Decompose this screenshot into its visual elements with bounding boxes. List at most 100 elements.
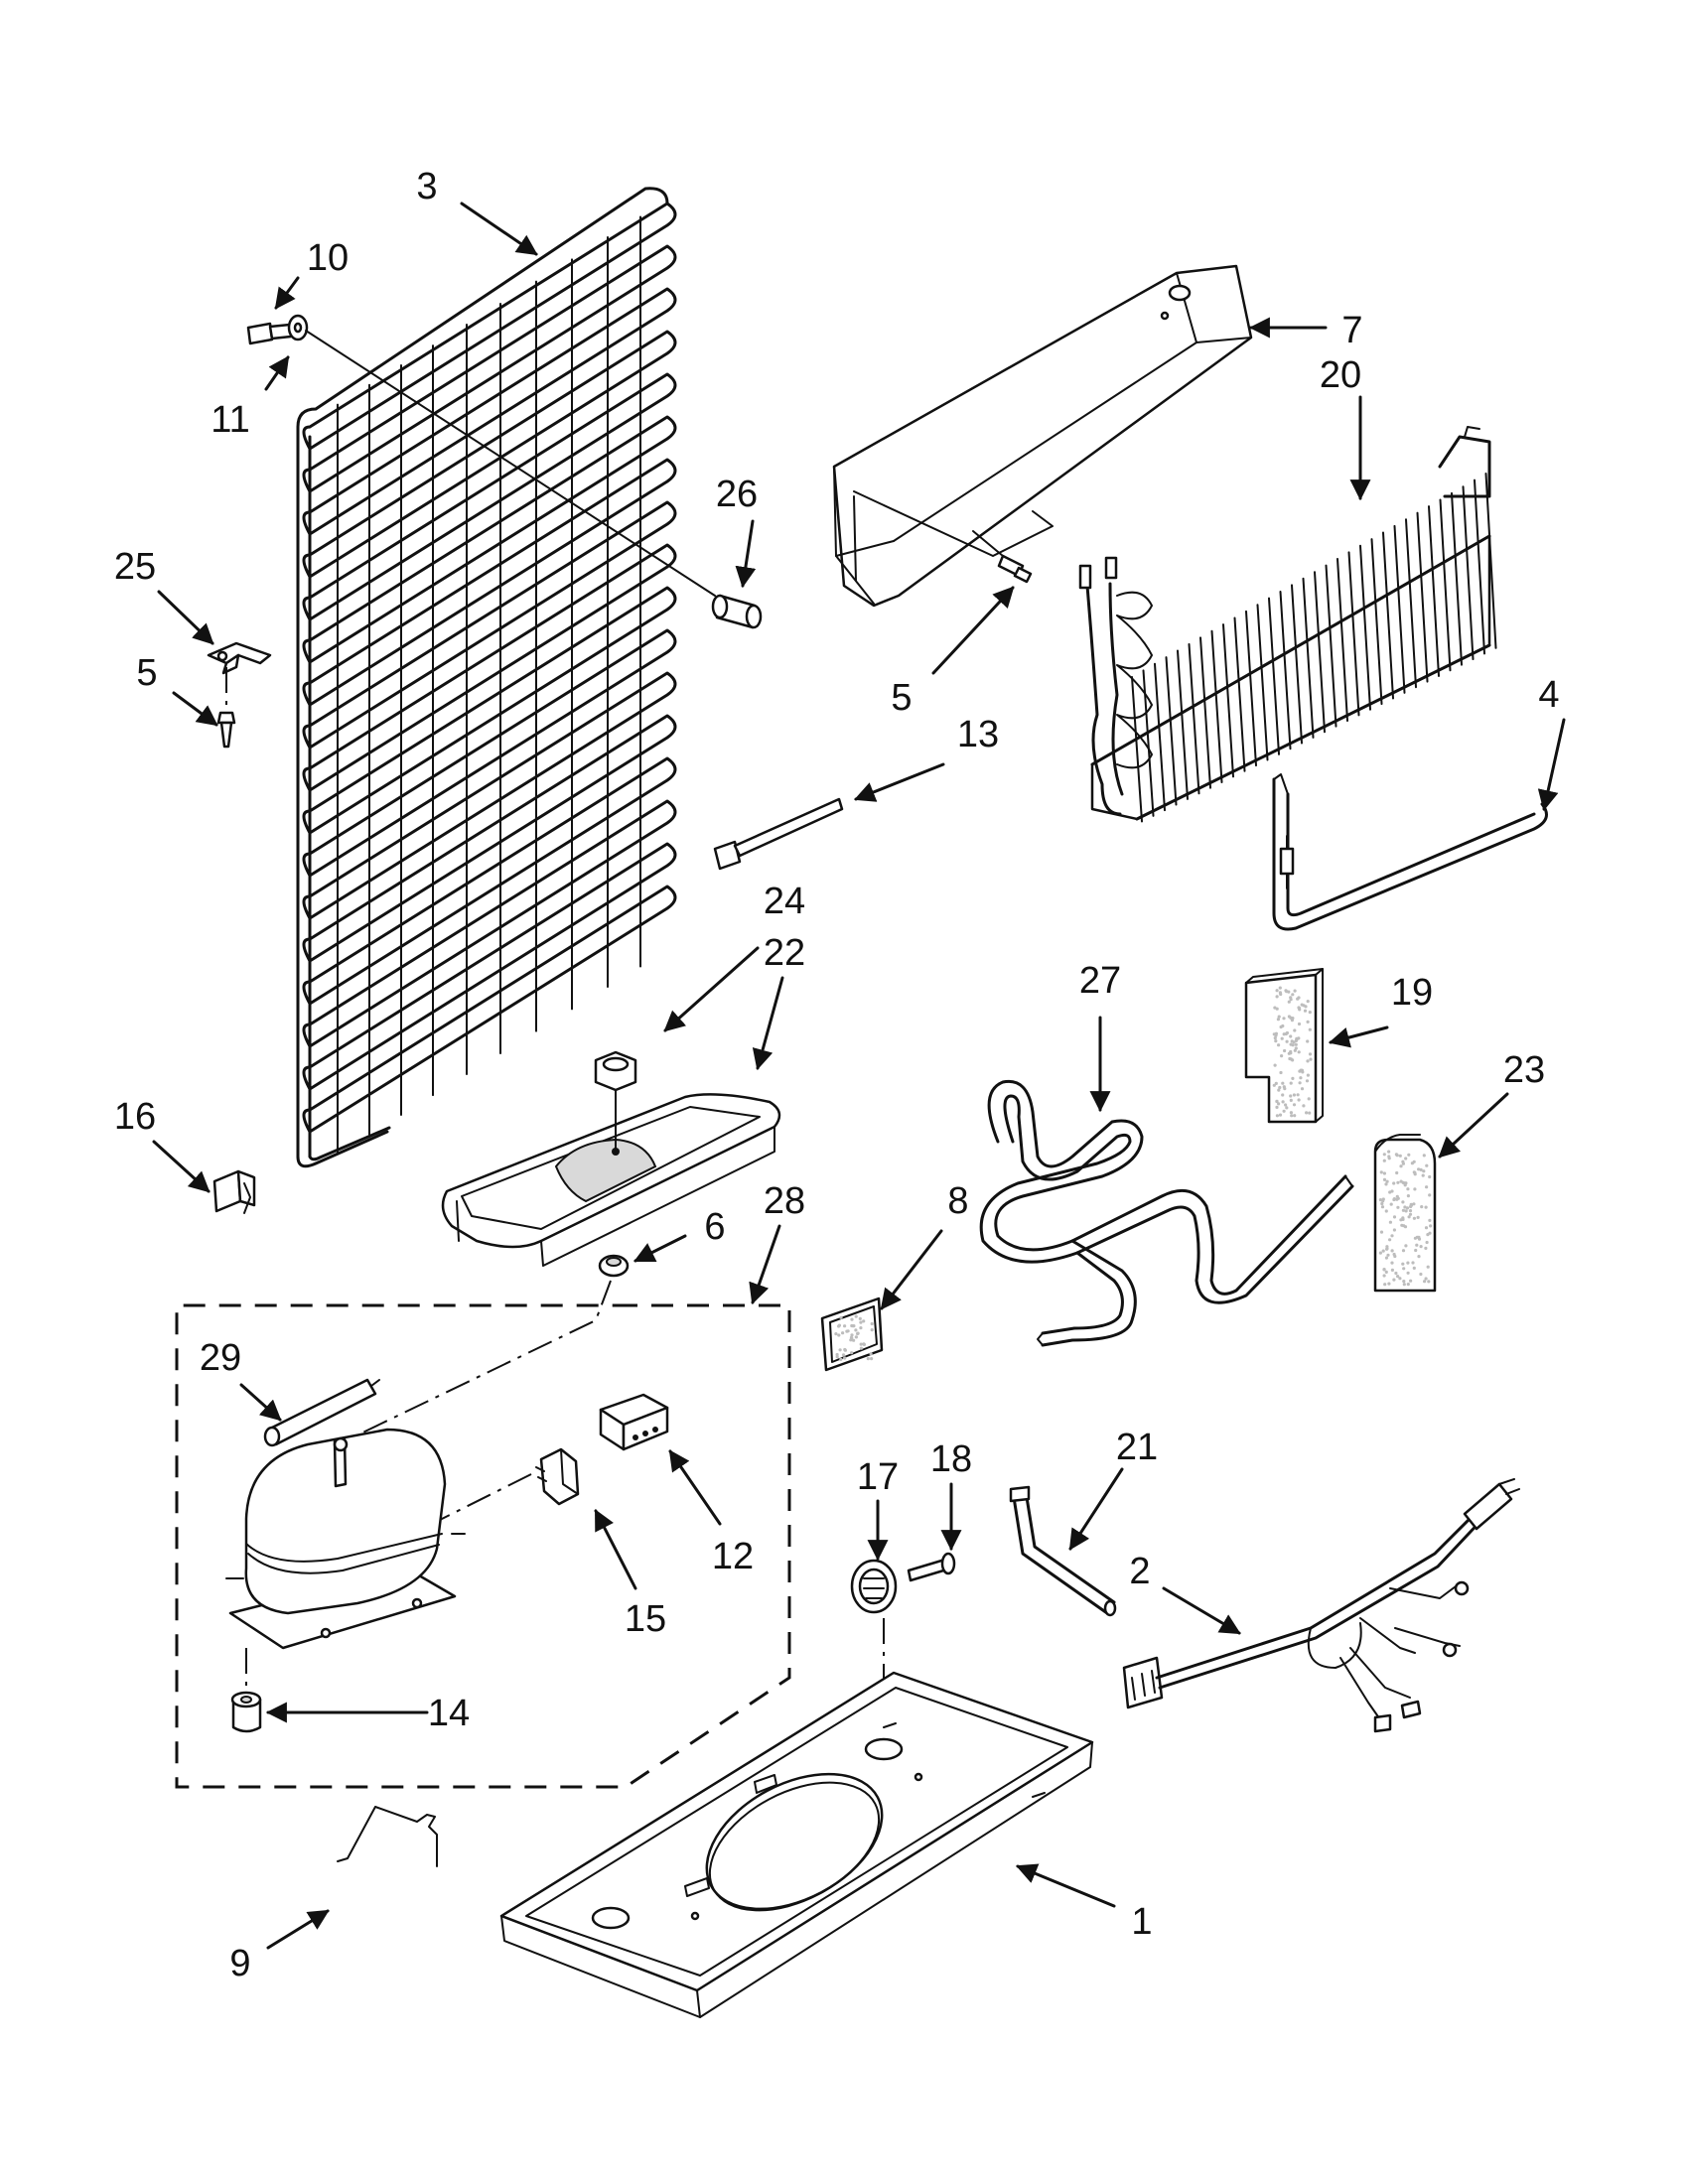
insulation-texture-dot	[1379, 1170, 1383, 1174]
insulation-texture-dot	[1401, 1200, 1405, 1204]
insulation-texture-dot	[1385, 1245, 1389, 1249]
insulation-texture-dot	[1378, 1251, 1382, 1255]
insulation-texture-dot	[1380, 1205, 1385, 1209]
evaporator-fin	[1268, 597, 1280, 755]
insulation-texture-dot	[1413, 1172, 1417, 1176]
condenser-tube-loop	[302, 543, 677, 792]
insulation-texture-dot	[1384, 1270, 1388, 1274]
evaporator-fin	[1484, 473, 1497, 649]
evaporator-fin	[1359, 544, 1371, 711]
insulation-texture-dot	[1282, 1085, 1286, 1089]
insulation-texture-dot	[870, 1321, 874, 1326]
callout-24: 24	[764, 881, 805, 922]
insulation-texture-dot	[1412, 1202, 1416, 1206]
insulation-texture-dot	[1302, 1104, 1306, 1108]
insulation-texture-dot	[850, 1351, 854, 1355]
condenser-tube-loop	[302, 202, 677, 451]
insulation-texture-dot	[1275, 1099, 1279, 1104]
insulation-texture-dot	[1295, 1036, 1299, 1040]
insulation-texture-dot	[1407, 1153, 1411, 1157]
insulation-texture-dot	[1425, 1185, 1429, 1189]
callout-18: 18	[930, 1438, 972, 1480]
evaporator-fin	[1222, 623, 1234, 778]
insulation-texture-dot	[1414, 1248, 1418, 1253]
evaporator-part-20	[1078, 426, 1497, 823]
insulation-texture-dot	[1390, 1249, 1394, 1253]
condenser-tube-loop	[302, 799, 677, 1048]
insulation-texture-dot	[1413, 1187, 1417, 1191]
callout-25: 25	[114, 546, 156, 588]
insulation-texture-dot	[843, 1356, 847, 1360]
insulation-texture-dot	[1385, 1179, 1389, 1183]
callout-12: 12	[712, 1536, 754, 1577]
insulation-texture-dot	[1293, 1028, 1297, 1032]
insulation-texture-dot	[1407, 1215, 1411, 1219]
evaporator-fin	[1393, 524, 1406, 694]
insulation-texture-dot	[1395, 1194, 1399, 1198]
insulation-texture-dot	[1387, 1155, 1391, 1159]
insulation-texture-dot	[1289, 1057, 1293, 1061]
tubing-part-27	[979, 1079, 1354, 1347]
insulation-texture-dot	[1408, 1209, 1413, 1213]
insulation-texture-dot	[1300, 1087, 1305, 1091]
evaporator-fin	[1325, 564, 1337, 728]
insulation-texture-dot	[843, 1324, 847, 1328]
condenser-tube-loop	[302, 244, 677, 493]
insulation-texture-dot	[1276, 1018, 1280, 1022]
callout-6: 6	[704, 1206, 725, 1248]
insulation-texture-dot	[1426, 1265, 1430, 1269]
insulation-texture-dot	[1419, 1245, 1423, 1249]
insulation-texture-dot	[1399, 1164, 1403, 1168]
insulation-texture-dot	[1382, 1159, 1386, 1162]
insulation-texture-dot	[1289, 1098, 1293, 1102]
insulation-texture-dot	[1294, 1046, 1298, 1050]
insulation-texture-dot	[1395, 1170, 1399, 1175]
insulation-texture-dot	[1384, 1209, 1388, 1213]
callout-labels: 3 10 11 26 25 5 7 20 5 13 4 24 22 27 19 …	[114, 166, 1560, 1984]
insulation-texture-dot	[1427, 1280, 1431, 1284]
callout-5-right: 5	[891, 677, 912, 719]
callout-19: 19	[1391, 972, 1433, 1014]
insulation-texture-dot	[1417, 1167, 1421, 1171]
insulation-texture-dot	[1388, 1220, 1392, 1224]
insulation-texture-dot	[854, 1335, 859, 1339]
screw-leader-line	[305, 330, 716, 597]
insulation-texture-dot	[1424, 1226, 1429, 1230]
insulation-texture-dot	[1281, 1100, 1285, 1104]
insulation-texture-dot	[1278, 1113, 1283, 1117]
insulation-texture-dot	[839, 1315, 843, 1319]
insulation-texture-dot	[1277, 1102, 1281, 1106]
insulation-texture-dot	[1289, 1034, 1293, 1038]
condenser-tube-loop	[302, 500, 677, 750]
insulation-texture-dot	[1415, 1235, 1419, 1239]
insulation-texture-dot	[1396, 1180, 1400, 1184]
defrost-heater-part-4	[1272, 773, 1548, 931]
bracket-part-25	[207, 641, 272, 675]
relay-part-12	[599, 1393, 669, 1451]
insulation-texture-dot	[841, 1353, 846, 1357]
insulation-texture-dot	[856, 1331, 860, 1335]
insulation-texture-dot	[1278, 991, 1282, 995]
wiring-harness-part-2	[1122, 1478, 1520, 1733]
callout-5-left: 5	[136, 652, 157, 694]
evaporator-fin	[1462, 485, 1475, 661]
cable-tie-part-13	[713, 797, 844, 871]
callout-21: 21	[1116, 1427, 1158, 1468]
insulation-texture-dot	[1278, 1085, 1282, 1090]
insulation-texture-dot	[1306, 1059, 1310, 1063]
insulation-texture-dot	[1420, 1205, 1424, 1209]
condenser-tube-loop	[302, 842, 677, 1091]
insulation-texture-dot	[1306, 1073, 1310, 1077]
insulation-texture-dot	[1392, 1252, 1396, 1257]
insulation-texture-dot	[1392, 1181, 1396, 1185]
overload-part-15	[431, 1447, 580, 1525]
insulation-texture-dot	[1401, 1262, 1405, 1266]
insulation-texture-dot	[1383, 1283, 1387, 1287]
callout-1: 1	[1131, 1901, 1152, 1943]
insulation-texture-dot	[1292, 1103, 1297, 1107]
insulation-texture-dot	[1299, 1076, 1303, 1080]
evaporator-fin	[1131, 676, 1143, 823]
insulation-texture-dot	[858, 1316, 862, 1320]
insulation-texture-dot	[1308, 1111, 1312, 1115]
base-pan-part-1	[499, 1671, 1094, 2018]
